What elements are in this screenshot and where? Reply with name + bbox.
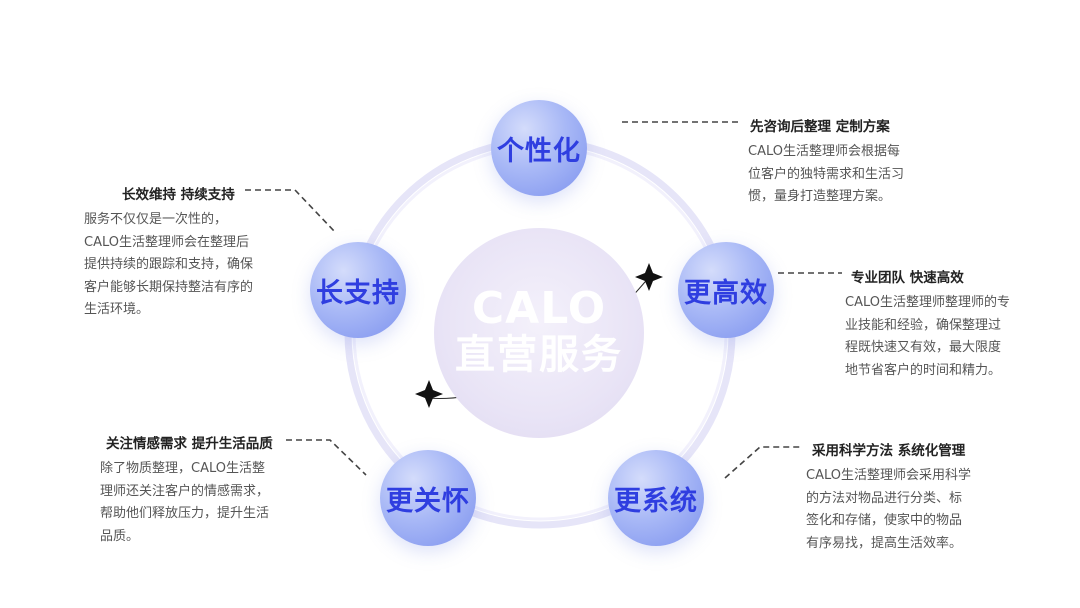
annotation-caring: 关注情感需求 提升生活品质 除了物质整理，CALO生活整 理师还关注客户的情感需… bbox=[100, 432, 310, 548]
node-systematic: 更系统 bbox=[608, 450, 704, 546]
node-caring: 更关怀 bbox=[380, 450, 476, 546]
annotation-title: 长效维持 持续支持 bbox=[122, 187, 235, 203]
connector-bright bbox=[724, 446, 803, 479]
annotation-line: CALO生活整理师会在整理后 bbox=[84, 234, 249, 250]
annotation-body: CALO生活整理师会采用科学 的方法对物品进行分类、标 签化和存储，使家中的物品… bbox=[806, 465, 1006, 555]
sparkle-icon bbox=[635, 263, 663, 291]
annotation-long-support: 长效维持 持续支持 服务不仅仅是一次性的， CALO生活整理师会在整理后 提供持… bbox=[84, 183, 294, 322]
annotation-line: 地节省客户的时间和精力。 bbox=[845, 362, 1002, 378]
annotation-line: 理师还关注客户的情感需求， bbox=[100, 483, 270, 499]
annotation-line: 客户能够长期保持整洁有序的 bbox=[84, 279, 254, 295]
center-title-line1: CALO bbox=[471, 283, 607, 334]
annotation-title: 关注情感需求 提升生活品质 bbox=[106, 436, 273, 452]
annotation-body: 除了物质整理，CALO生活整 理师还关注客户的情感需求， 帮助他们释放压力，提升… bbox=[100, 458, 310, 548]
annotation-line: CALO生活整理师会根据每 bbox=[748, 144, 900, 159]
node-efficient: 更高效 bbox=[678, 242, 774, 338]
annotation-title: 专业团队 快速高效 bbox=[851, 270, 964, 286]
annotation-line: 签化和存储，使家中的物品 bbox=[806, 513, 963, 528]
sparkle-icon bbox=[415, 380, 443, 408]
annotation-line: 提供持续的跟踪和支持，确保 bbox=[84, 257, 254, 272]
node-label: 长支持 bbox=[316, 277, 400, 309]
node-long-support: 长支持 bbox=[310, 242, 406, 338]
center-circle: CALO 直营服务 bbox=[434, 228, 644, 438]
annotation-line: 帮助他们释放压力，提升生活 bbox=[100, 506, 270, 521]
annotation-line: CALO生活整理师会采用科学 bbox=[806, 468, 971, 483]
annotation-title: 采用科学方法 系统化管理 bbox=[812, 443, 966, 459]
annotation-systematic: 采用科学方法 系统化管理 CALO生活整理师会采用科学 的方法对物品进行分类、标… bbox=[806, 439, 1006, 555]
annotation-line: 惯，量身打造整理方案。 bbox=[748, 189, 892, 204]
node-label: 更系统 bbox=[614, 485, 698, 517]
annotation-line: 位客户的独特需求和生活习 bbox=[748, 166, 905, 182]
node-label: 更关怀 bbox=[386, 485, 470, 517]
annotation-body: CALO生活整理师整理师的专 业技能和经验，确保整理过 程既快速又有效，最大限度… bbox=[845, 292, 1045, 382]
annotation-line: 生活环境。 bbox=[84, 302, 150, 317]
annotation-line: 业技能和经验，确保整理过 bbox=[845, 317, 1002, 333]
annotation-line: 除了物质整理，CALO生活整 bbox=[100, 461, 265, 476]
annotation-line: 有序易找，提高生活效率。 bbox=[806, 535, 963, 551]
node-personalized: 个性化 bbox=[491, 100, 587, 196]
annotation-efficient: 专业团队 快速高效 CALO生活整理师整理师的专 业技能和经验，确保整理过 程既… bbox=[845, 266, 1045, 382]
node-label: 更高效 bbox=[684, 277, 768, 309]
annotation-body: 服务不仅仅是一次性的， CALO生活整理师会在整理后 提供持续的跟踪和支持，确保… bbox=[84, 209, 294, 322]
annotation-line: 服务不仅仅是一次性的， bbox=[84, 212, 228, 227]
annotation-line: 的方法对物品进行分类、标 bbox=[806, 490, 963, 506]
node-label: 个性化 bbox=[497, 135, 581, 167]
annotation-line: 程既快速又有效，最大限度 bbox=[845, 340, 1002, 355]
annotation-line: 品质。 bbox=[100, 528, 140, 544]
annotation-line: CALO生活整理师整理师的专 bbox=[845, 295, 1010, 310]
connector-bleft bbox=[286, 439, 367, 476]
annotation-personalized: 先咨询后整理 定制方案 CALO生活整理师会根据每 位客户的独特需求和生活习 惯… bbox=[748, 115, 940, 209]
annotation-body: CALO生活整理师会根据每 位客户的独特需求和生活习 惯，量身打造整理方案。 bbox=[748, 141, 940, 209]
annotation-title: 先咨询后整理 定制方案 bbox=[750, 119, 890, 135]
center-title-line2: 直营服务 bbox=[455, 332, 623, 378]
connector-left bbox=[245, 189, 336, 233]
